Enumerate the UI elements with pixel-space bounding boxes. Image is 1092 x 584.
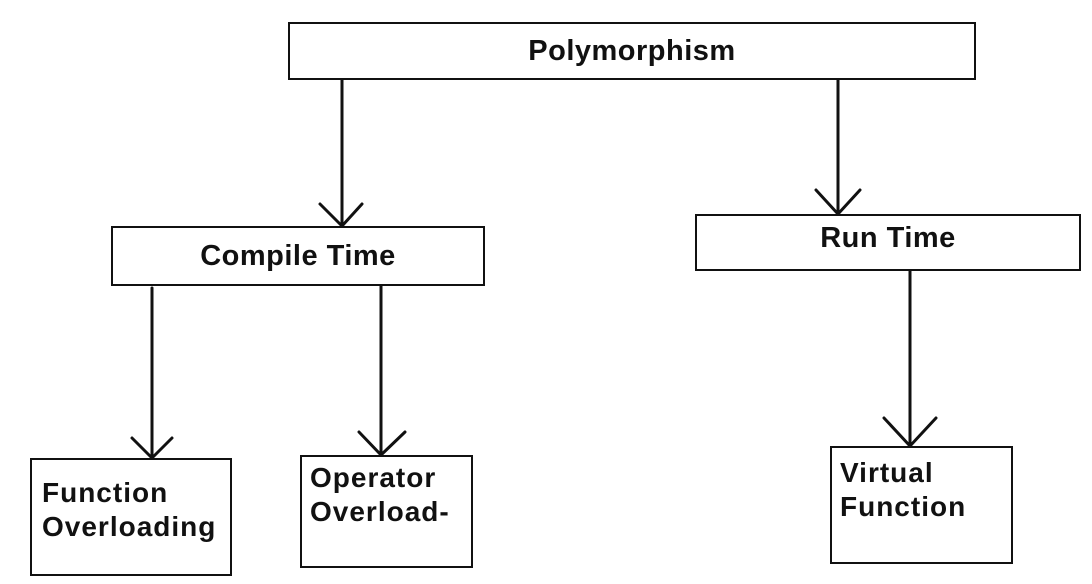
node-function-overloading-line2: Overloading <box>42 511 217 542</box>
node-virtual-function: Virtual Function <box>830 446 1013 564</box>
node-operator-overloading-line2: Overload- <box>310 496 450 527</box>
node-operator-overloading-line1: Operator <box>310 462 437 493</box>
node-function-overloading: Function Overloading <box>30 458 232 576</box>
node-virtual-function-line1: Virtual <box>840 457 934 488</box>
node-operator-overloading: Operator Overload- <box>300 455 473 568</box>
node-polymorphism: Polymorphism <box>288 22 976 80</box>
node-polymorphism-label: Polymorphism <box>528 34 736 67</box>
node-run-time: Run Time <box>695 214 1081 271</box>
node-compile-time: Compile Time <box>111 226 485 286</box>
node-function-overloading-line1: Function <box>42 477 169 508</box>
node-virtual-function-line2: Function <box>840 491 967 522</box>
node-run-time-label: Run Time <box>820 222 956 254</box>
node-compile-time-label: Compile Time <box>200 239 396 272</box>
